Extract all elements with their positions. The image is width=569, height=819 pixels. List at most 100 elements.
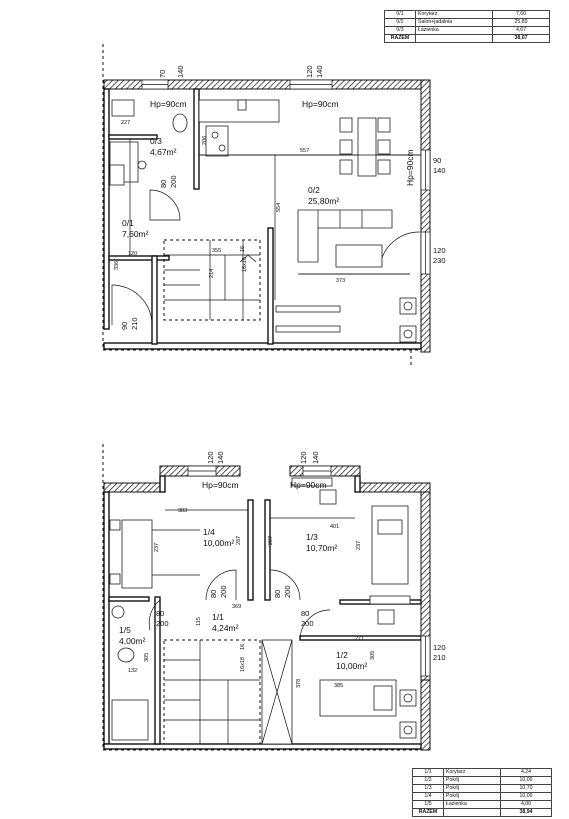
stairs-size: 16x18 xyxy=(242,257,248,272)
legend-no: 1/2 xyxy=(412,776,444,785)
dim-200: 200 xyxy=(169,175,178,188)
room-1-4-area: 10,00m² xyxy=(203,538,234,548)
room-1-5-no: 1/5 xyxy=(119,625,131,635)
legend-no: 1/5 xyxy=(412,800,444,809)
dim-u-140a: 140 xyxy=(216,451,225,464)
dim-u-120b: 120 xyxy=(299,451,308,464)
dim-557: 557 xyxy=(300,148,309,154)
dim-287b: 287 xyxy=(268,536,274,545)
dim-369: 369 xyxy=(232,604,241,610)
dim-right-90: 90 xyxy=(433,156,441,165)
dim-554: 554 xyxy=(276,203,282,212)
room-1-4-no: 1/4 xyxy=(203,527,215,537)
tv-unit xyxy=(275,305,341,313)
legend-row: 1/5 Łazienka 4,00 xyxy=(412,800,552,809)
dim-120: 120 xyxy=(128,251,137,257)
legend-total-row: RAZEM 38,94 xyxy=(412,808,552,817)
dim-u-200d: 200 xyxy=(301,619,314,628)
sink-upper xyxy=(111,605,125,619)
legend-no: 0/3 xyxy=(384,26,416,35)
dim-u-120a: 120 xyxy=(206,451,215,464)
room-1-3-no: 1/3 xyxy=(306,532,318,542)
dim-w70: 70 xyxy=(158,70,167,78)
legend-total-label: RAZEM xyxy=(412,808,444,817)
upper-stairs xyxy=(163,639,293,745)
bed-room-1-3 xyxy=(371,505,409,585)
dim-373: 373 xyxy=(336,278,345,284)
legend-row: 0/2 Salon+jadalnia 25,80 xyxy=(384,18,550,27)
legend-area: 4,67 xyxy=(492,26,550,35)
dim-80: 80 xyxy=(159,180,168,188)
dim-271: 271 xyxy=(355,636,364,642)
room-0-3-area: 4,67m² xyxy=(150,147,177,157)
toilet-upper xyxy=(117,647,135,663)
dim-w140b: 140 xyxy=(315,65,324,78)
legend-name: Łazienka xyxy=(443,800,501,809)
upper-floor-legend: 1/1 Korytarz 4,24 1/2 Pokój 10,00 1/3 Po… xyxy=(412,768,552,817)
dim-w140a: 140 xyxy=(176,65,185,78)
room-0-1-no: 0/1 xyxy=(122,218,134,228)
legend-name: Łazienka xyxy=(415,26,493,35)
dim-u-200b: 200 xyxy=(283,585,292,598)
dim-u-80c: 80 xyxy=(156,609,164,618)
ground-floor-legend: 0/1 Korytarz 7,60 0/2 Salon+jadalnia 25,… xyxy=(384,10,550,43)
dim-u-right-120: 120 xyxy=(433,643,446,652)
hp-upper-1: Hp=90cm xyxy=(202,480,239,490)
dim-336: 336 xyxy=(114,261,120,270)
legend-area: 10,70 xyxy=(500,784,552,793)
dim-115: 115 xyxy=(196,617,202,626)
dim-206: 206 xyxy=(202,136,208,145)
room-1-1-area: 4,24m² xyxy=(212,623,239,633)
legend-total-area: 38,07 xyxy=(492,34,550,43)
legend-name: Salon+jadalnia xyxy=(415,18,493,27)
legend-area: 10,00 xyxy=(500,776,552,785)
dim-237a: 237 xyxy=(154,543,160,552)
room-0-3-no: 0/3 xyxy=(150,136,162,146)
fireplace xyxy=(399,297,417,315)
legend-name: Pokój xyxy=(443,792,501,801)
ground-stairs xyxy=(163,239,261,321)
dim-right-140: 140 xyxy=(433,166,446,175)
dim-u-80d: 80 xyxy=(301,609,309,618)
dim-227: 227 xyxy=(121,120,130,126)
room-1-2-no: 1/2 xyxy=(336,650,348,660)
legend-area: 4,00 xyxy=(500,800,552,809)
dim-u-right-210: 210 xyxy=(433,653,446,662)
ground-right-wall xyxy=(420,79,431,353)
hp-label-3: Hp=90cm xyxy=(405,149,415,186)
ground-floor-plan xyxy=(102,44,431,365)
legend-area: 7,60 xyxy=(492,10,550,19)
upper-floor-plan xyxy=(102,444,431,751)
legend-total-label: RAZEM xyxy=(384,34,416,43)
toilet xyxy=(172,113,188,133)
legend-row: 1/1 Korytarz 4,24 xyxy=(412,768,552,777)
hp-label-2: Hp=90cm xyxy=(302,99,339,109)
legend-area: 10,00 xyxy=(500,792,552,801)
stairs-u-16: 16 xyxy=(240,644,246,650)
coffee-table xyxy=(335,244,383,268)
dim-u-80a: 80 xyxy=(209,590,218,598)
legend-name: Korytarz xyxy=(443,768,501,777)
hp-upper-2: Hp=90cm xyxy=(290,480,327,490)
legend-name: Pokój xyxy=(443,784,501,793)
room-1-3-area: 10,70m² xyxy=(306,543,337,553)
dim-305b: 305 xyxy=(370,651,376,660)
stairs-16: 16 xyxy=(240,246,246,252)
legend-total-area: 38,94 xyxy=(500,808,552,817)
desk-room-1-2 xyxy=(369,595,411,605)
dim-287a: 287 xyxy=(236,536,242,545)
room-0-1-area: 7,60m² xyxy=(122,229,149,239)
dim-214: 214 xyxy=(209,269,215,278)
legend-no: 0/2 xyxy=(384,18,416,27)
desk-room-1-3 xyxy=(291,477,333,487)
legend-total-row: RAZEM 38,07 xyxy=(384,34,550,43)
dim-210: 210 xyxy=(130,317,139,330)
room-1-2-area: 10,00m² xyxy=(336,661,367,671)
bed-room-1-4 xyxy=(121,519,153,589)
dining-table xyxy=(357,117,377,177)
stairs-u-size: 16x18 xyxy=(240,657,246,672)
dim-355: 355 xyxy=(212,248,221,254)
dim-u-80b: 80 xyxy=(273,590,282,598)
dim-378: 378 xyxy=(296,679,302,688)
legend-row: 1/2 Pokój 10,00 xyxy=(412,776,552,785)
